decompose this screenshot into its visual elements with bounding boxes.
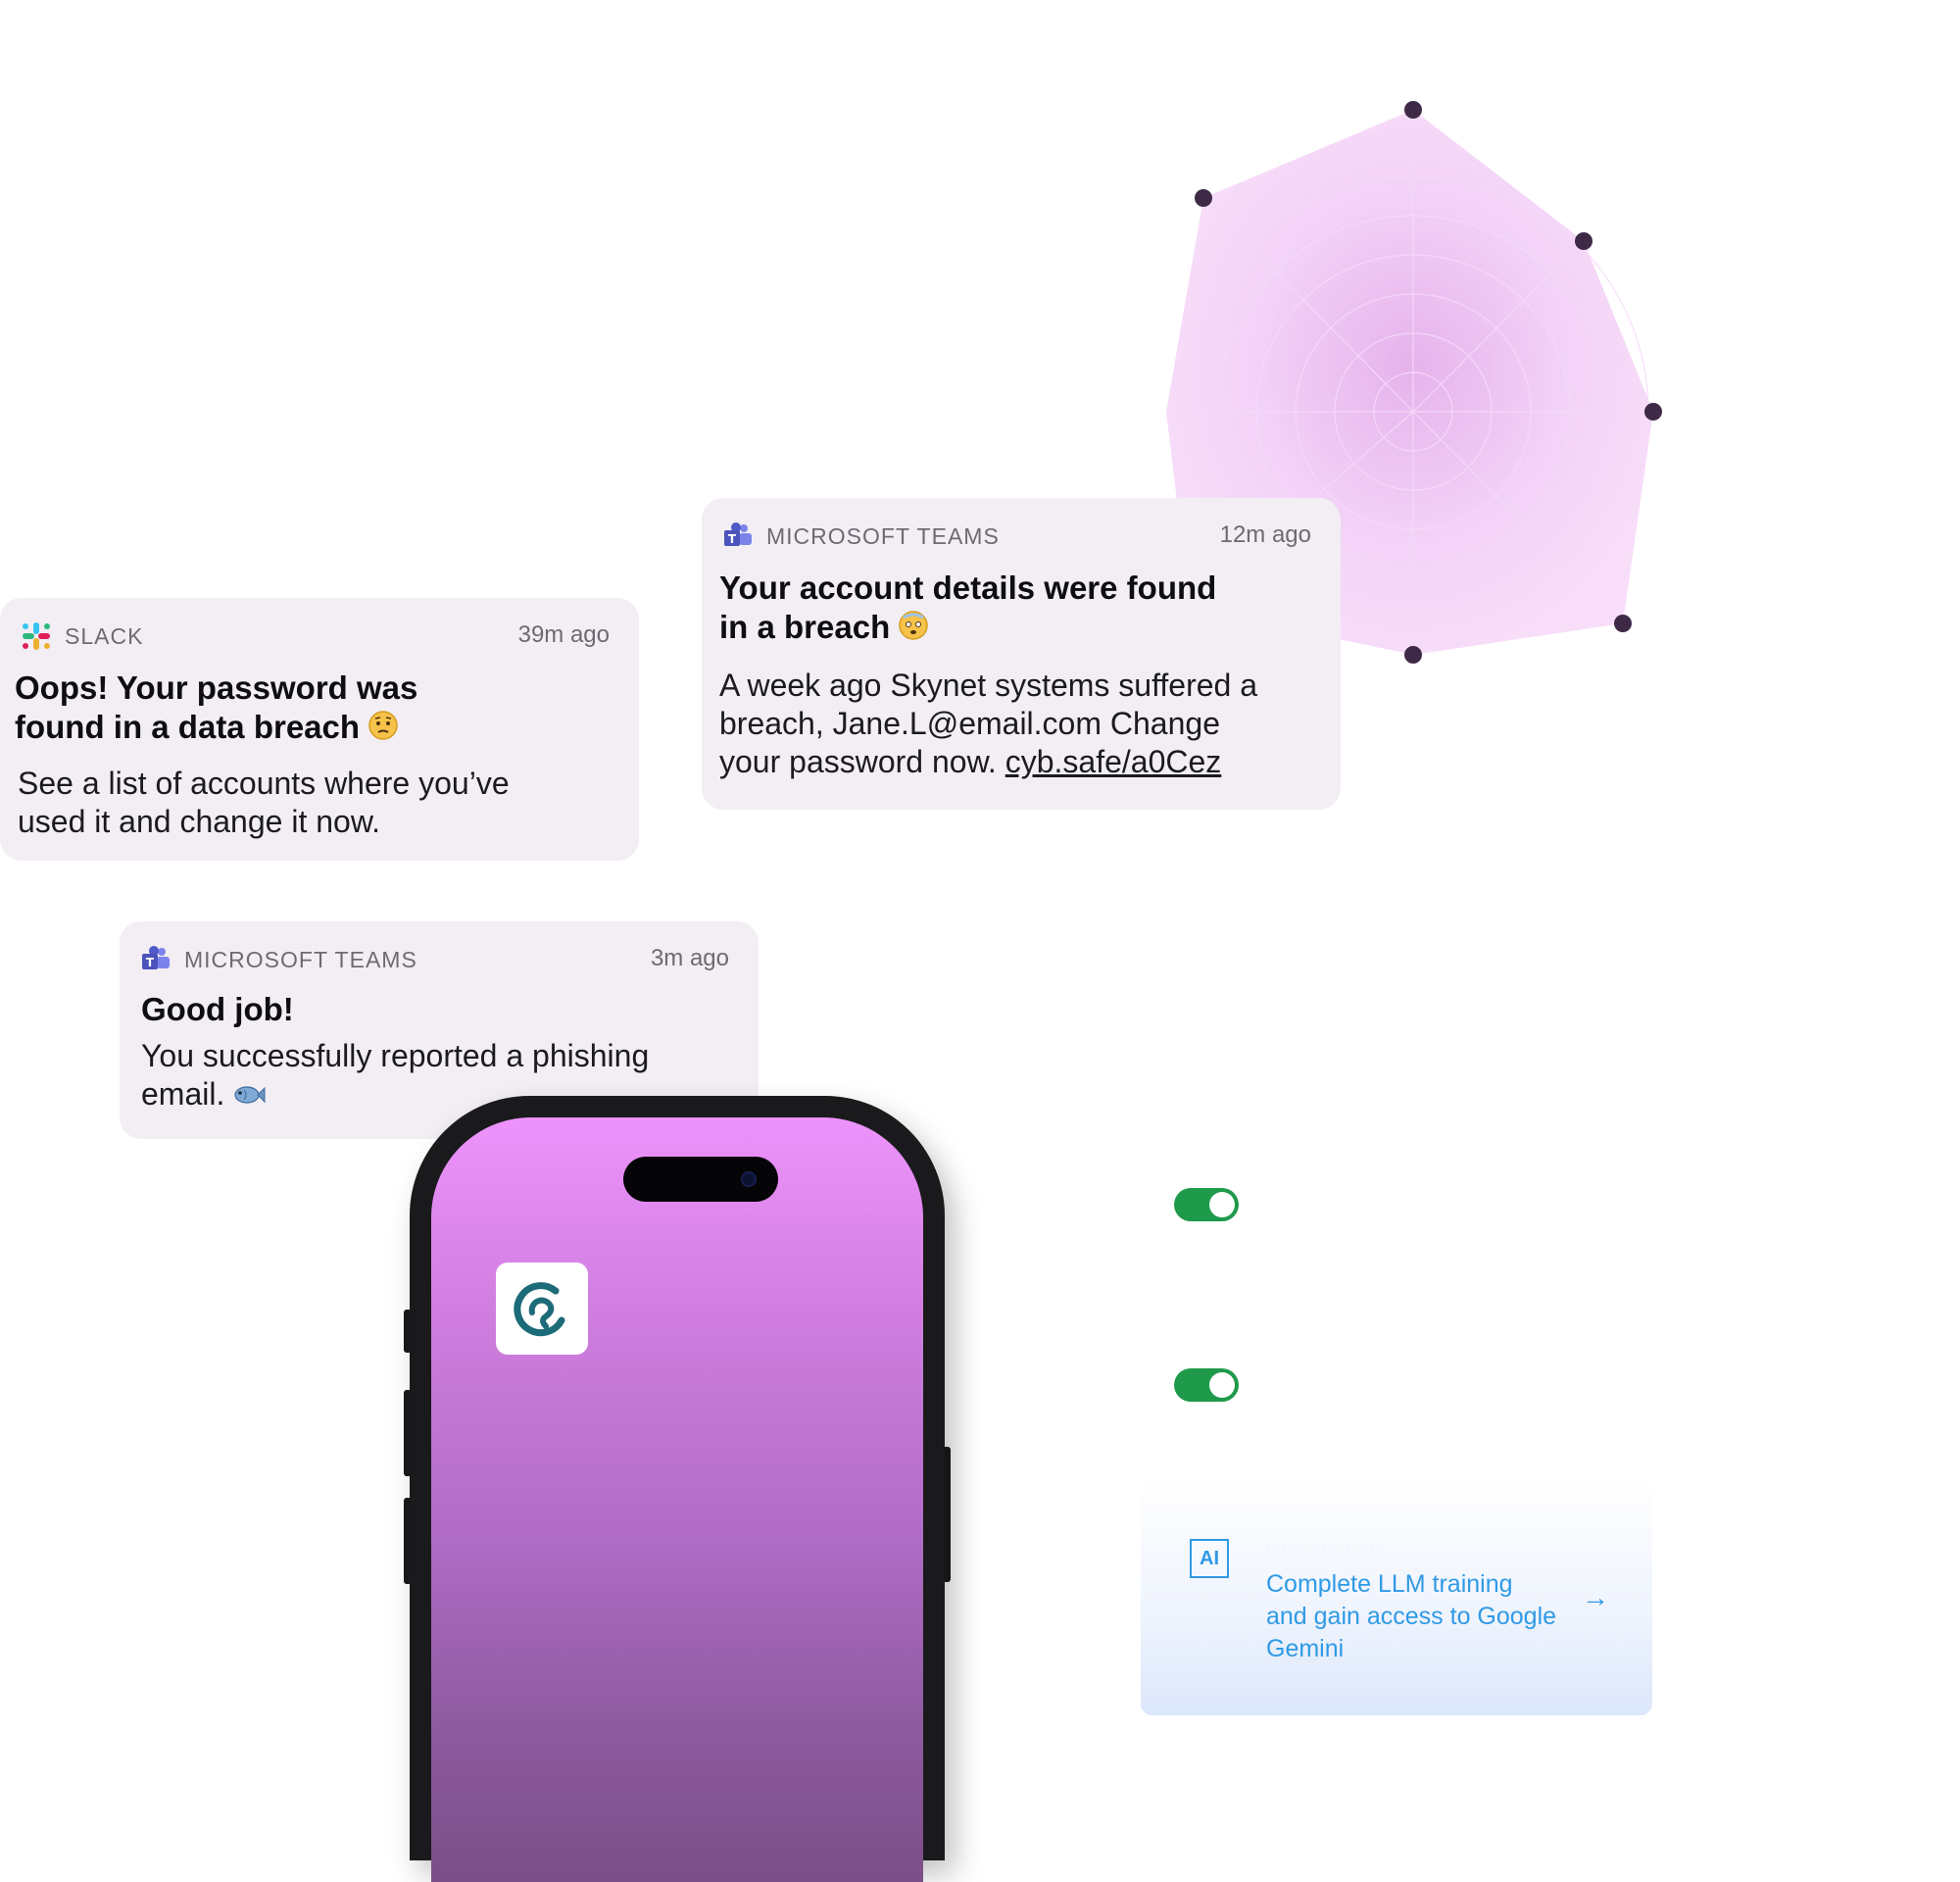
fish-icon	[232, 1078, 266, 1116]
cybsafe-logo-icon	[514, 1282, 565, 1337]
svg-text:T: T	[146, 956, 155, 969]
notification-time: 12m ago	[1219, 521, 1311, 548]
anxious-face-icon	[898, 610, 929, 650]
notification-body-line: used it and change it now.	[18, 804, 381, 839]
notification-body-line: email.	[141, 1076, 225, 1112]
notification-header: SLACK	[20, 619, 143, 653]
ai-goal-card[interactable]: AI Enable goal Complete LLM training and…	[1141, 1480, 1652, 1715]
phone-volume-down-button	[404, 1498, 412, 1584]
toggle-switch[interactable]	[1174, 1368, 1239, 1402]
notification-title-line: in a breach	[719, 609, 891, 645]
worried-face-icon	[368, 710, 399, 750]
notification-time: 3m ago	[650, 945, 729, 971]
notification-body-line: A week ago Skynet systems suffered a	[719, 668, 1258, 703]
notification-app-name: MICROSOFT TEAMS	[766, 522, 1000, 549]
ai-goal-text: Complete LLM training and gain access to…	[1266, 1570, 1557, 1662]
microsoft-teams-icon: T	[724, 522, 752, 546]
notification-header: T MICROSOFT TEAMS	[721, 520, 1000, 553]
radar-grid	[1166, 110, 1653, 655]
notification-body: You successfully reported a phishing ema…	[141, 1037, 649, 1116]
notification-time: 39m ago	[517, 621, 610, 648]
radar-point	[1575, 232, 1592, 250]
phone-mockup	[404, 1096, 951, 1882]
notification-body: See a list of accounts where you’ve used…	[18, 765, 510, 841]
notification-body-line: You successfully reported a phishing	[141, 1038, 650, 1073]
notification-link[interactable]: cyb.safe/a0Cez	[1004, 744, 1222, 779]
arrow-right-icon[interactable]: →	[1582, 1582, 1609, 1612]
svg-text:T: T	[728, 532, 737, 546]
notification-title: Good job!	[141, 991, 294, 1027]
toggle-knob	[1209, 1372, 1235, 1398]
phone-action-button	[404, 1310, 412, 1353]
camera-icon	[741, 1171, 757, 1187]
microsoft-teams-icon: T	[142, 946, 170, 969]
notification-app-name: MICROSOFT TEAMS	[184, 946, 417, 972]
notification-body-line: breach, Jane.L@email.com Change	[719, 706, 1220, 741]
ai-goal-kicker: Enable goal	[1266, 1535, 1381, 1560]
radar-point	[1614, 615, 1632, 632]
cybsafe-app-icon[interactable]	[496, 1263, 588, 1355]
slack-icon	[23, 622, 50, 650]
dynamic-island	[623, 1157, 778, 1202]
teams-breach-notification[interactable]: T MICROSOFT TEAMS 12m ago Your account d…	[702, 498, 1341, 810]
ai-badge-icon: AI	[1190, 1539, 1229, 1578]
notification-body-line: your password now.	[719, 744, 1005, 779]
phone-volume-up-button	[404, 1390, 412, 1476]
slack-notification[interactable]: SLACK 39m ago Oops! Your password was fo…	[0, 598, 639, 861]
notification-header: T MICROSOFT TEAMS	[139, 943, 417, 976]
notification-title-line: Your account details were found	[719, 570, 1217, 606]
notification-body: A week ago Skynet systems suffered a bre…	[719, 667, 1257, 781]
radar-point	[1644, 403, 1662, 421]
radar-point	[1195, 189, 1212, 207]
phone-power-button	[943, 1447, 951, 1582]
toggle-switch[interactable]	[1174, 1188, 1239, 1221]
notification-body-line: See a list of accounts where you’ve	[18, 766, 510, 801]
notification-title-line: found in a data breach	[15, 709, 361, 745]
toggle-knob	[1209, 1192, 1235, 1217]
radar-point	[1404, 646, 1422, 664]
notification-title: Oops! Your password was found in a data …	[15, 669, 417, 750]
notification-app-name: SLACK	[65, 622, 144, 649]
notification-title: Your account details were found in a bre…	[719, 569, 1216, 650]
notification-title-line: Oops! Your password was	[15, 669, 418, 706]
radar-point	[1404, 101, 1422, 119]
phone-screen	[431, 1117, 923, 1882]
